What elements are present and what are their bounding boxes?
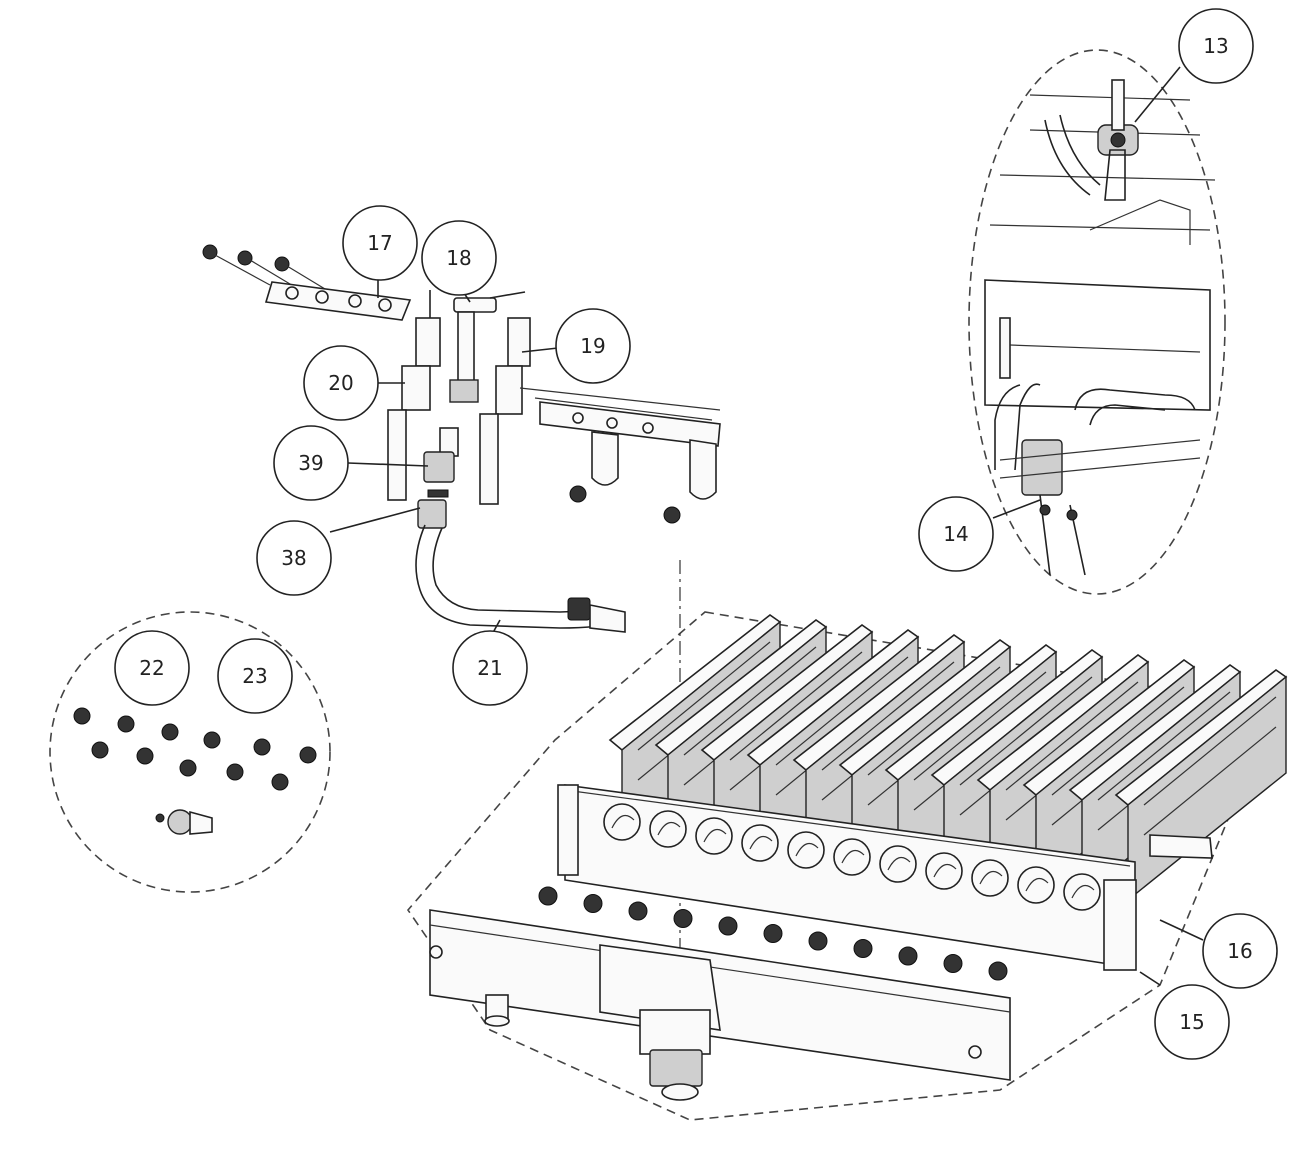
injector-nut (673, 909, 693, 928)
injector-nut (898, 946, 918, 966)
svg-text:15: 15 (1179, 1010, 1204, 1034)
svg-text:18: 18 (446, 246, 471, 270)
manifold-port (1063, 873, 1101, 911)
injector-nut (718, 916, 738, 936)
injector-nut (628, 901, 648, 921)
manifold-port (879, 845, 917, 883)
svg-text:19: 19 (580, 334, 605, 358)
injector-nut (763, 924, 783, 943)
callout-15: 15 (1154, 984, 1230, 1060)
callout-14: 14 (918, 496, 994, 572)
burner-assembly (406, 560, 1288, 1121)
injector-nut (943, 954, 963, 973)
manifold-port (833, 838, 871, 876)
injector-nut (538, 886, 558, 906)
svg-text:22: 22 (139, 656, 164, 680)
svg-text:13: 13 (1203, 34, 1228, 58)
manifold-port (925, 852, 963, 890)
callout-18: 18 (421, 220, 497, 296)
svg-text:39: 39 (298, 451, 323, 475)
injector-nut (988, 961, 1008, 981)
manifold-port (971, 859, 1009, 897)
callout-16: 16 (1202, 913, 1278, 989)
injector-nut (583, 894, 603, 913)
manifold-port (787, 831, 825, 869)
injector-nut (853, 939, 873, 958)
svg-text:38: 38 (281, 546, 306, 570)
gas-pipe (415, 524, 626, 633)
detail-view-injectors (49, 611, 331, 893)
svg-text:20: 20 (328, 371, 353, 395)
mounting-bracket (519, 387, 721, 524)
svg-text:17: 17 (367, 231, 392, 255)
detail-view-sensor (968, 49, 1226, 595)
callout-39: 39 (273, 425, 349, 501)
callouts: 13 14 15 16 17 18 19 20 21 22 23 (114, 8, 1278, 1060)
svg-text:16: 16 (1227, 939, 1252, 963)
callout-19: 19 (555, 308, 631, 384)
callout-23: 23 (217, 638, 293, 714)
leader-lines (329, 66, 1204, 986)
callout-21: 21 (452, 630, 528, 706)
injector-nut (808, 931, 828, 951)
svg-text:14: 14 (943, 522, 968, 546)
callout-38: 38 (256, 520, 332, 596)
manifold-port (1017, 866, 1055, 904)
manifold-port (741, 824, 779, 862)
electrode-assembly (202, 244, 531, 529)
svg-text:23: 23 (242, 664, 267, 688)
callout-20: 20 (303, 345, 379, 421)
callout-13: 13 (1178, 8, 1254, 84)
callout-22: 22 (114, 630, 190, 706)
svg-text:21: 21 (477, 656, 502, 680)
manifold-port (649, 810, 687, 848)
callout-17: 17 (342, 205, 418, 281)
manifold-port (603, 803, 641, 841)
manifold-port (695, 817, 733, 855)
